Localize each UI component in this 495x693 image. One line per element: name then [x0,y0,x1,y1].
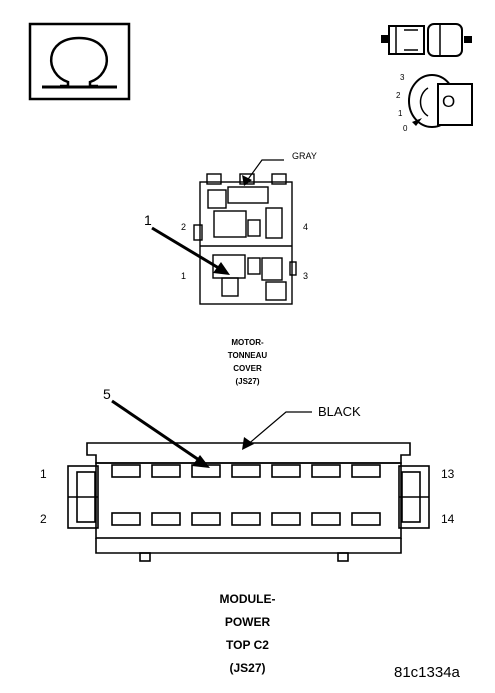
callout-5-arrow-shaft [111,399,203,464]
figure-id: 81c1334a [394,664,460,681]
tonneau-pin-2: 2 [181,222,187,232]
key-position-1: 1 [398,109,403,118]
pin-cavity [231,512,261,526]
callout-5: 5 [103,386,111,402]
key-position-2: 2 [396,91,401,100]
pin-cavity [231,464,261,478]
callout-1-arrow-shaft [151,226,223,272]
pin-cavity [111,512,141,526]
callout-5-arrowhead [192,455,210,468]
pin-cavity [191,512,221,526]
module-power-connector [67,442,430,562]
tonneau-pin-1: 1 [181,271,187,281]
caption-line: (JS27) [229,661,266,675]
module-pin-13: 13 [441,467,455,481]
pin-cavity [271,512,301,526]
tonneau-pin-4: 4 [303,222,309,232]
gray-label: GRAY [292,151,317,161]
black-leader-line [245,411,312,447]
caption-line: TONNEAU [227,351,268,360]
key-switch-icon [408,74,473,128]
module-pin-1: 1 [40,467,47,481]
module-pin-14: 14 [441,512,455,526]
caption-line: MOTOR- [231,338,264,347]
gray-leader-arrowhead [242,175,252,186]
black-leader-arrowhead [242,437,254,450]
connector-plug-icon [381,23,472,57]
motor-tonneau-connector [193,173,297,305]
pin-cavity [111,464,141,478]
pin-cavity [351,464,381,478]
caption-line: MODULE- [219,592,276,606]
pin-cavity [271,464,301,478]
key-position-0: 0 [403,124,408,133]
pin-cavity [311,512,341,526]
omega-symbol-icon [28,22,131,101]
caption-line: COVER [233,364,262,373]
caption-line: (JS27) [235,377,260,386]
pin-cavity [351,512,381,526]
module-power-caption: MODULE- POWER TOP C2 (JS27) [0,588,495,680]
black-label: BLACK [318,404,361,419]
caption-line: POWER [224,615,271,629]
pin-cavity [151,464,181,478]
gray-leader-line [245,159,284,183]
motor-tonneau-caption: MOTOR- TONNEAU COVER (JS27) [0,336,495,388]
pin-cavities [111,464,381,526]
pin-cavity [151,512,181,526]
key-position-3: 3 [400,73,405,82]
pin-cavity [311,464,341,478]
caption-line: TOP C2 [226,638,269,652]
module-pin-2: 2 [40,512,47,526]
tonneau-pin-3: 3 [303,271,309,281]
key-label: O [442,92,456,111]
callout-1-arrowhead [213,262,230,275]
callout-1: 1 [144,212,152,228]
